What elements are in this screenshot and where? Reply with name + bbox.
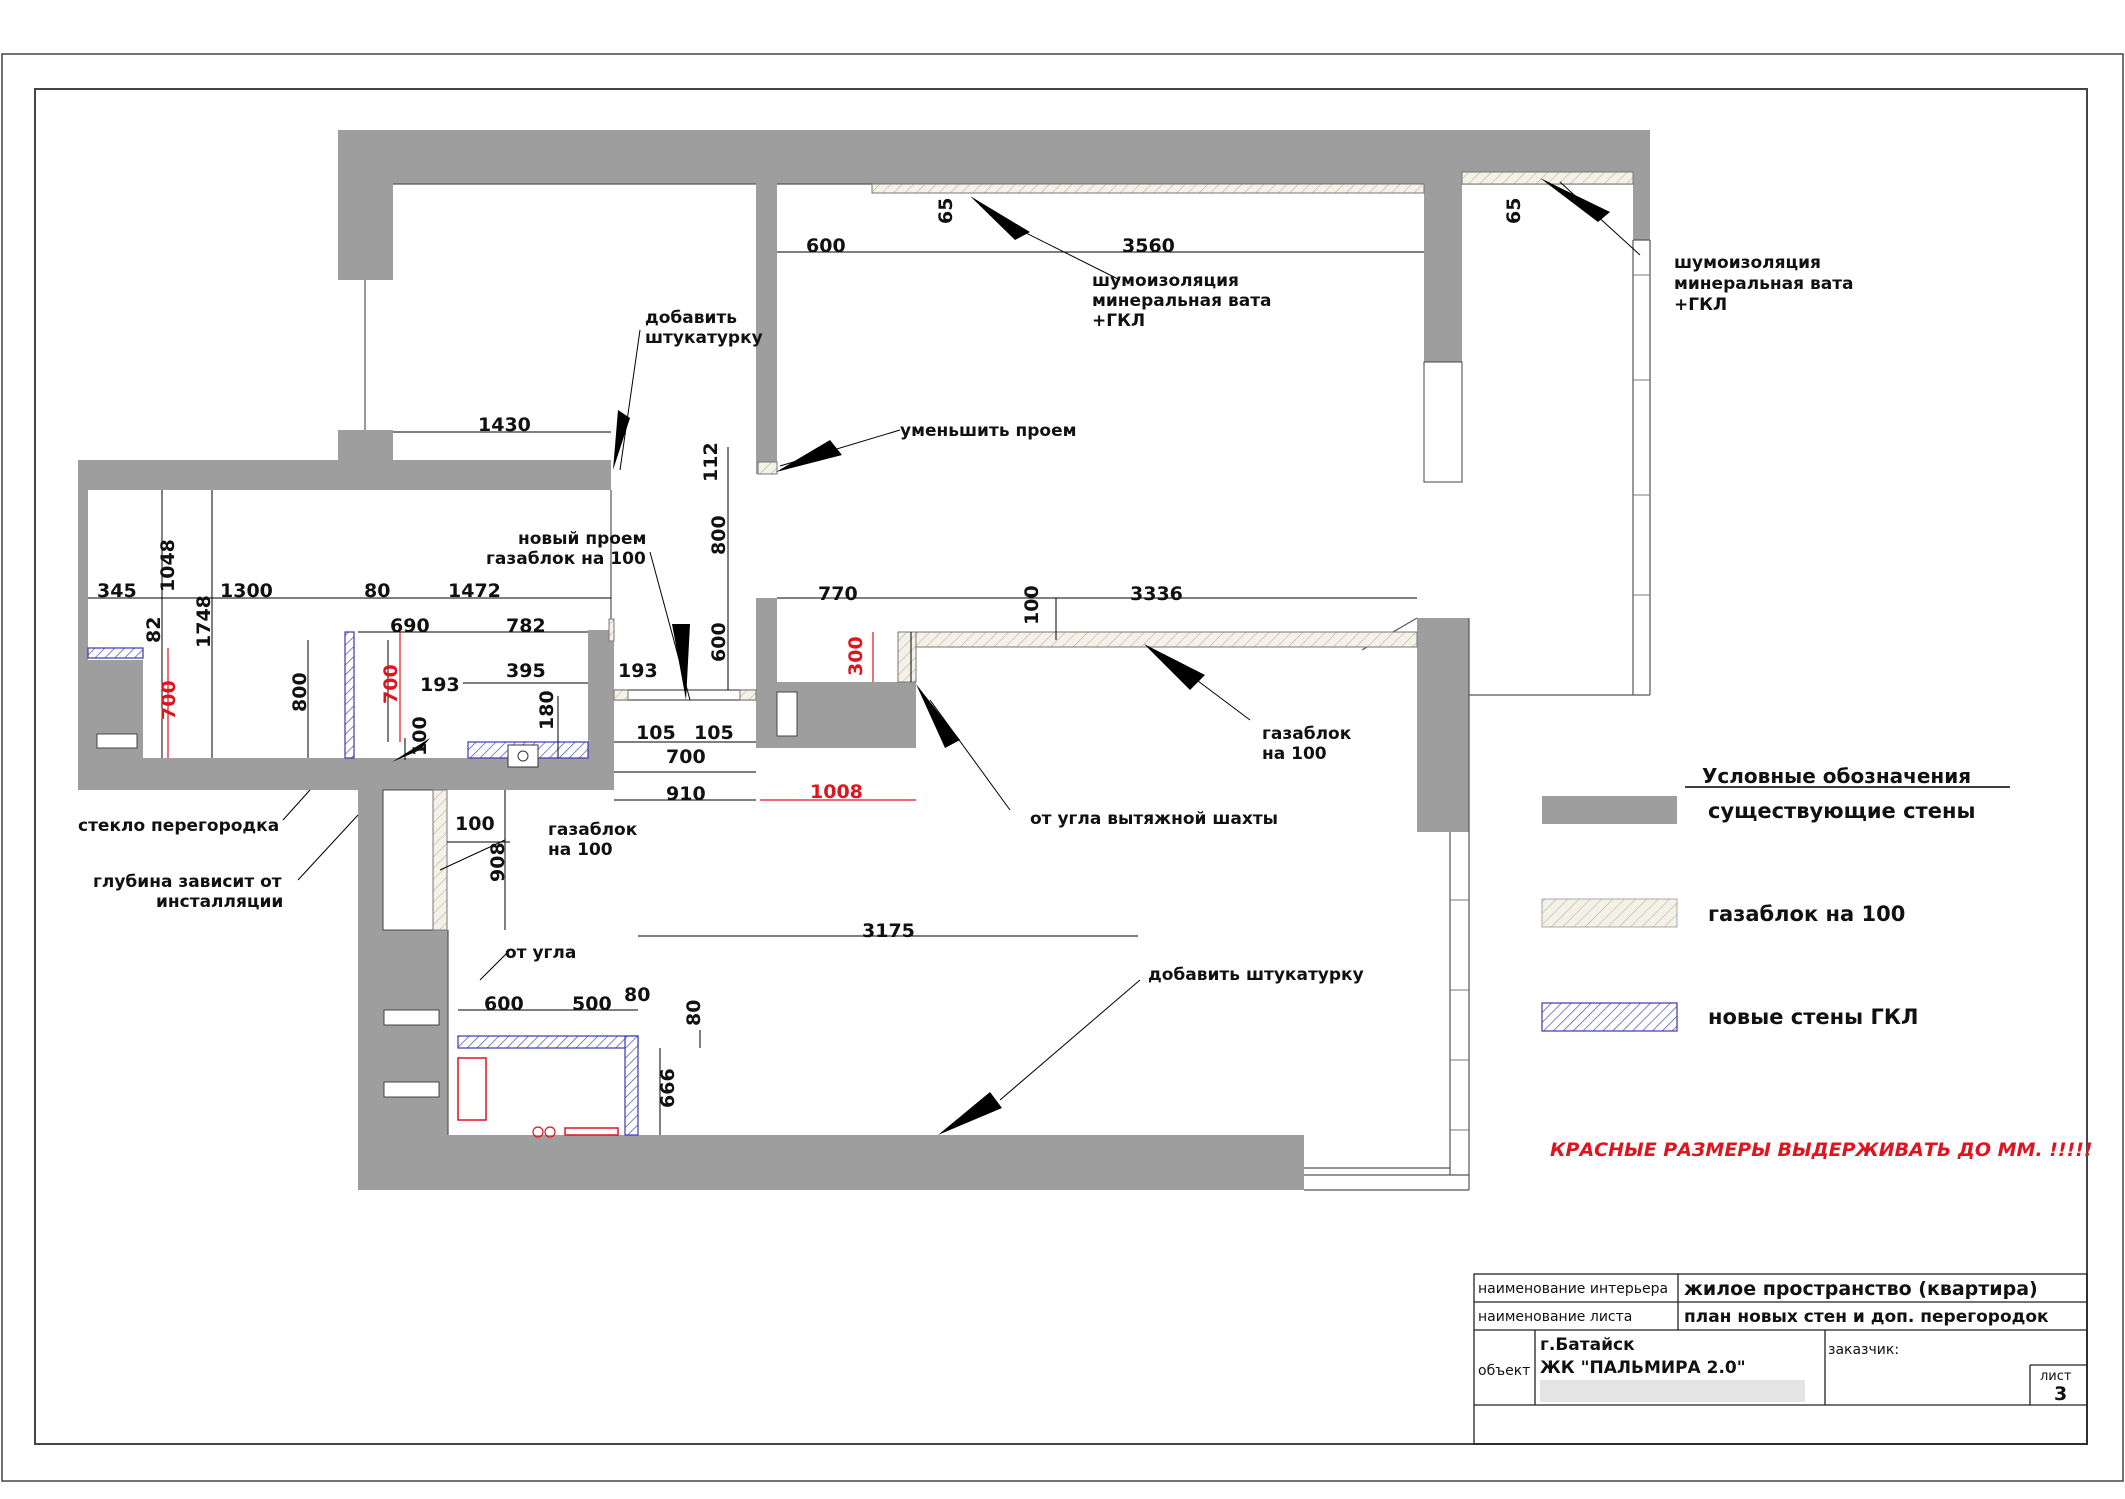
tb-complex: ЖК "ПАЛЬМИРА 2.0": [1540, 1358, 1746, 1378]
note-depth-line2: инсталляции: [156, 892, 283, 912]
dim-600-mid: 600: [708, 622, 730, 662]
dimension-labels: 65 65 600 3560 1430 112 800 600 770 100 …: [97, 198, 1525, 1108]
note-gasblock-left-line1: газаблок: [548, 820, 638, 840]
dimension-lines: [88, 251, 1424, 1135]
note-new-opening-line2: газаблок на 100: [486, 549, 646, 569]
dim-105-b: 105: [694, 722, 734, 744]
dim-100-lower: 100: [455, 813, 495, 835]
tb-interior-label: наименование интерьера: [1478, 1281, 1668, 1297]
red-dim-700-b: 700: [380, 664, 402, 704]
legend-label-gkl: новые стены ГКЛ: [1708, 1005, 1918, 1029]
note-noise-2-line2: минеральная вата: [1674, 274, 1854, 294]
dim-1300: 1300: [220, 580, 273, 602]
note-plaster-bottom: добавить штукатурку: [1148, 965, 1364, 985]
legend: Условные обозначения существующие стены …: [1541, 764, 2010, 1032]
note-glass-partition: стекло перегородка: [78, 816, 279, 836]
red-dim-700-a: 700: [158, 680, 180, 720]
dim-3336: 3336: [1130, 583, 1183, 605]
tb-list-label: лист: [2040, 1369, 2072, 1384]
dim-3560: 3560: [1122, 235, 1175, 257]
note-noise-2-line1: шумоизоляция: [1674, 253, 1821, 273]
dim-800-mid: 800: [708, 515, 730, 555]
dim-395: 395: [506, 660, 546, 682]
dim-500: 500: [572, 993, 612, 1015]
dim-600-low: 600: [484, 993, 524, 1015]
dim-908: 908: [487, 842, 509, 882]
note-from-corner: от угла: [505, 943, 576, 963]
gasblock-walls: [432, 171, 1634, 931]
dim-65-right: 65: [1503, 198, 1525, 224]
red-warning: КРАСНЫЕ РАЗМЕРЫ ВЫДЕРЖИВАТЬ ДО ММ. !!!!!: [1550, 1139, 2093, 1161]
red-dim-1008: 1008: [810, 781, 863, 803]
red-dimension-labels: 700 700 300 1008: [158, 636, 867, 803]
note-noise-2-line3: +ГКЛ: [1674, 295, 1727, 315]
dim-100-top: 100: [1021, 585, 1043, 625]
blurred-field: [1540, 1380, 1805, 1402]
dim-180: 180: [536, 690, 558, 730]
fixtures: [457, 744, 619, 1138]
inner-frame: [34, 88, 2088, 1445]
note-gasblock-left-line2: на 100: [548, 840, 613, 860]
tb-sheet-label: наименование листа: [1478, 1309, 1632, 1325]
dim-80-low: 80: [624, 984, 650, 1006]
dim-800-left: 800: [289, 672, 311, 712]
dim-700-bottom: 700: [666, 746, 706, 768]
dim-600-top: 600: [806, 235, 846, 257]
tb-city: г.Батайск: [1540, 1335, 1635, 1355]
dim-1048: 1048: [157, 539, 179, 592]
dim-105-a: 105: [636, 722, 676, 744]
red-dim-300: 300: [845, 636, 867, 676]
dim-82: 82: [143, 617, 165, 643]
dim-1430: 1430: [478, 414, 531, 436]
dim-100-small: 100: [409, 716, 431, 756]
note-new-opening-line1: новый проем: [518, 529, 646, 549]
dim-112: 112: [700, 442, 722, 482]
legend-label-gasblock: газаблок на 100: [1708, 902, 1905, 926]
note-noise-1-line3: +ГКЛ: [1092, 311, 1145, 331]
note-reduce-opening: уменьшить проем: [900, 421, 1077, 441]
title-block-text: наименование интерьера жилое пространств…: [1478, 1278, 2072, 1405]
existing-walls: [78, 130, 1650, 1190]
dim-770: 770: [818, 583, 858, 605]
dim-3175: 3175: [862, 920, 915, 942]
dim-666: 666: [657, 1068, 679, 1108]
dim-1748: 1748: [193, 595, 215, 648]
note-gasblock-right-line2: на 100: [1262, 744, 1327, 764]
note-plaster-top-line2: штукатурку: [645, 328, 763, 348]
dim-193-a: 193: [420, 674, 460, 696]
dim-193-b: 193: [618, 660, 658, 682]
outer-frame: [1, 53, 2124, 1482]
dim-1472: 1472: [448, 580, 501, 602]
red-dimension-lines: [167, 632, 916, 801]
note-from-shaft: от угла вытяжной шахты: [1030, 809, 1278, 829]
window-marks: [1450, 274, 1650, 1131]
tb-object-label: объект: [1478, 1363, 1530, 1379]
legend-swatch-gasblock: [1541, 898, 1678, 928]
tb-list-number: 3: [2054, 1383, 2067, 1405]
tb-interior-value: жилое пространство (квартира): [1684, 1278, 2038, 1300]
note-noise-1-line2: минеральная вата: [1092, 291, 1272, 311]
dim-345: 345: [97, 580, 137, 602]
dim-782: 782: [506, 615, 546, 637]
dim-80-vert: 80: [683, 1000, 705, 1026]
note-noise-1-line1: шумоизоляция: [1092, 271, 1239, 291]
tb-client-label: заказчик:: [1828, 1342, 1899, 1358]
notes: шумоизоляция минеральная вата +ГКЛ шумои…: [78, 253, 2093, 1161]
tb-sheet-value: план новых стен и доп. перегородок: [1684, 1307, 2049, 1327]
note-depth-line1: глубина зависит от: [93, 872, 282, 892]
dim-910: 910: [666, 783, 706, 805]
note-plaster-top-line1: добавить: [645, 308, 737, 328]
pointer-arrows: [392, 178, 1610, 1135]
legend-title: Условные обозначения: [1702, 764, 1971, 788]
title-block: [1473, 1273, 2088, 1445]
dim-65-left: 65: [935, 198, 957, 224]
legend-swatch-gkl: [1541, 1002, 1678, 1032]
dim-690: 690: [390, 615, 430, 637]
dim-80-top: 80: [364, 580, 390, 602]
legend-label-existing: существующие стены: [1708, 799, 1975, 823]
wall-details: [96, 361, 1463, 1098]
legend-swatch-existing: [1542, 796, 1677, 824]
note-gasblock-right-line1: газаблок: [1262, 724, 1352, 744]
